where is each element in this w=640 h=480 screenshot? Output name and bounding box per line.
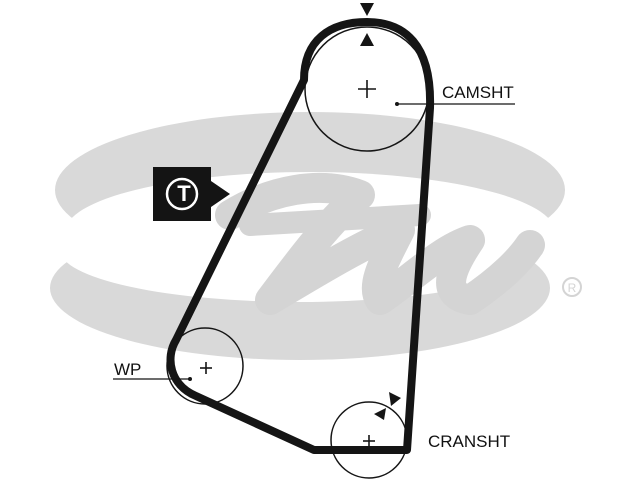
registered-mark-letter: R (568, 281, 577, 295)
plus-icon (358, 80, 376, 98)
plus-icon (363, 435, 375, 447)
crankshaft-label: CRANSHT (428, 432, 511, 451)
triangle-marker-icon (374, 408, 386, 420)
tensioner-badge: T (153, 167, 211, 221)
triangle-marker-icon (389, 392, 401, 406)
registered-mark-ring (562, 277, 582, 297)
watermark-script-crossbar (239, 204, 431, 236)
gates-watermark: R (50, 112, 582, 360)
water-pump-label: WP (114, 360, 142, 379)
plus-icon (200, 362, 212, 374)
camshaft-leader-dot (395, 102, 399, 106)
tensioner-badge-ring (165, 177, 199, 211)
camshaft-label: CAMSHT (442, 83, 514, 102)
timing-belt (166, 18, 435, 454)
water-pump-leader-dot (188, 377, 192, 381)
tensioner-letter: T (177, 181, 191, 206)
triangle-marker-icon (360, 3, 374, 16)
triangle-marker-icon (360, 33, 374, 46)
tensioner-badge-shape (153, 167, 230, 221)
watermark-script-stroke (215, 172, 545, 315)
